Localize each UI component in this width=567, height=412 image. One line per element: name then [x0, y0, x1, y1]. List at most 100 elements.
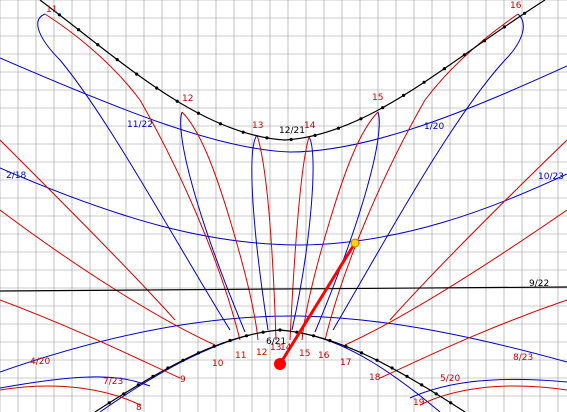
hour-label-15: 15	[299, 349, 310, 359]
loop-11	[37, 13, 231, 331]
solstice-dot	[328, 338, 332, 343]
date-label-5-20: 5/20	[440, 374, 460, 384]
solstice-dot	[151, 374, 155, 378]
solstice-dot	[311, 334, 316, 338]
solstice-dot	[502, 25, 506, 29]
solstice-dot	[135, 72, 139, 76]
solstice-dot	[434, 392, 438, 396]
solstice-dot	[420, 383, 424, 387]
equinox-line	[0, 286, 567, 292]
solstice-dot	[181, 358, 185, 362]
date-label-9-22: 9/22	[529, 279, 549, 289]
solstice-dot	[218, 122, 222, 126]
loop-13	[251, 134, 269, 331]
date-label-1-20: 1/20	[424, 122, 444, 132]
hour-curve-9	[0, 299, 181, 379]
hour-curve-17	[344, 209, 567, 346]
hour-label-8: 8	[136, 403, 142, 412]
date-label-8-23: 8/23	[513, 353, 533, 363]
hour-curve-13	[256, 134, 277, 341]
hour-curve-16	[324, 13, 519, 341]
solstice-dot	[244, 334, 249, 338]
solstice-dot	[523, 11, 527, 15]
gnomon-shadow-line	[278, 242, 357, 365]
solstice-dot	[381, 106, 385, 110]
loop-16	[332, 13, 524, 331]
gnomon	[274, 238, 360, 370]
hour-label-14-top: 14	[304, 121, 316, 131]
solstice-dot	[422, 80, 426, 84]
gnomon-base-dot	[274, 358, 286, 370]
date-curve-4-20-8-23	[0, 315, 567, 373]
date-curves	[0, 13, 567, 412]
solstice-dot	[77, 28, 81, 32]
hour-curve-12	[181, 111, 259, 341]
solstice-dot	[344, 344, 348, 348]
date-labels: 12/21 11/22 1/20 2/18 10/23 9/22 6/21 4/…	[6, 120, 564, 387]
hour-curve-18	[379, 299, 567, 379]
hour-curve-14	[289, 136, 310, 341]
solstice-dot	[175, 99, 179, 103]
solstice-dot	[375, 358, 379, 362]
solstice-dot	[107, 401, 111, 405]
date-label-7-23: 7/23	[103, 377, 123, 387]
solstice-dot	[313, 133, 317, 137]
solstice-dot	[196, 111, 200, 115]
solstice-dot	[289, 137, 293, 142]
solstice-dots	[57, 11, 527, 405]
hour-label-11: 11	[235, 351, 246, 361]
date-label-10-23: 10/23	[538, 172, 564, 182]
hour-label-13-top: 13	[252, 121, 263, 131]
hour-curve-extra-left	[0, 139, 176, 321]
hour-label-16: 16	[318, 351, 330, 361]
hour-label-14: 14	[280, 343, 292, 353]
solstice-dot	[405, 374, 409, 378]
solstice-dot	[155, 86, 159, 90]
solstice-dot	[96, 43, 100, 47]
solstice-dot	[265, 136, 269, 140]
hour-curve-8	[0, 385, 141, 406]
loop-12	[180, 111, 246, 333]
solstice-dot	[212, 344, 216, 348]
solstice-dot	[360, 351, 364, 355]
date-curve-5-20-7-23	[0, 376, 567, 399]
date-label-12-21: 12/21	[279, 126, 305, 136]
hour-curve-11	[44, 13, 241, 341]
sun-position-marker	[350, 238, 360, 248]
date-curve-1-20-11-22	[0, 57, 567, 153]
loop-14	[291, 136, 314, 331]
hour-label-10: 10	[212, 359, 224, 369]
hour-labels-bottom: 8 9 10 11 12 13 14 15 16 17 18 19	[136, 343, 425, 412]
line-8-blue	[99, 334, 251, 412]
hour-labels-top: 11 12 13 14 15 16	[46, 1, 522, 131]
solstice-dot	[115, 58, 119, 62]
hour-label-16-top: 16	[510, 1, 522, 11]
hour-label-12-top: 12	[182, 94, 193, 104]
solstice-dot	[166, 366, 170, 370]
hour-curve-extra-right	[389, 139, 567, 321]
hour-label-18: 18	[369, 373, 381, 383]
hour-label-19: 19	[413, 398, 425, 408]
hour-label-9: 9	[180, 375, 186, 385]
solstice-dot	[462, 53, 466, 57]
hour-label-15-top: 15	[372, 93, 383, 103]
date-label-2-18: 2/18	[6, 171, 26, 181]
hour-label-13: 13	[270, 343, 281, 353]
date-label-11-22: 11/22	[127, 120, 153, 130]
hour-label-11-top: 11	[46, 5, 57, 15]
date-label-4-20: 4/20	[30, 357, 50, 367]
solstice-dot	[228, 338, 232, 343]
date-curve-2-18-10-23	[0, 167, 567, 246]
solstice-dot	[442, 67, 446, 71]
solstice-dot	[449, 401, 453, 405]
solstice-dot	[336, 126, 340, 130]
date-label-6-21: 6/21	[266, 337, 286, 347]
hour-label-12: 12	[256, 348, 267, 358]
solstice-dot	[390, 366, 394, 370]
loop-15	[314, 111, 380, 333]
solstice-dot	[261, 330, 265, 334]
solstice-dot	[402, 93, 406, 97]
solstice-dot	[241, 130, 245, 134]
solstice-dot	[136, 383, 140, 387]
